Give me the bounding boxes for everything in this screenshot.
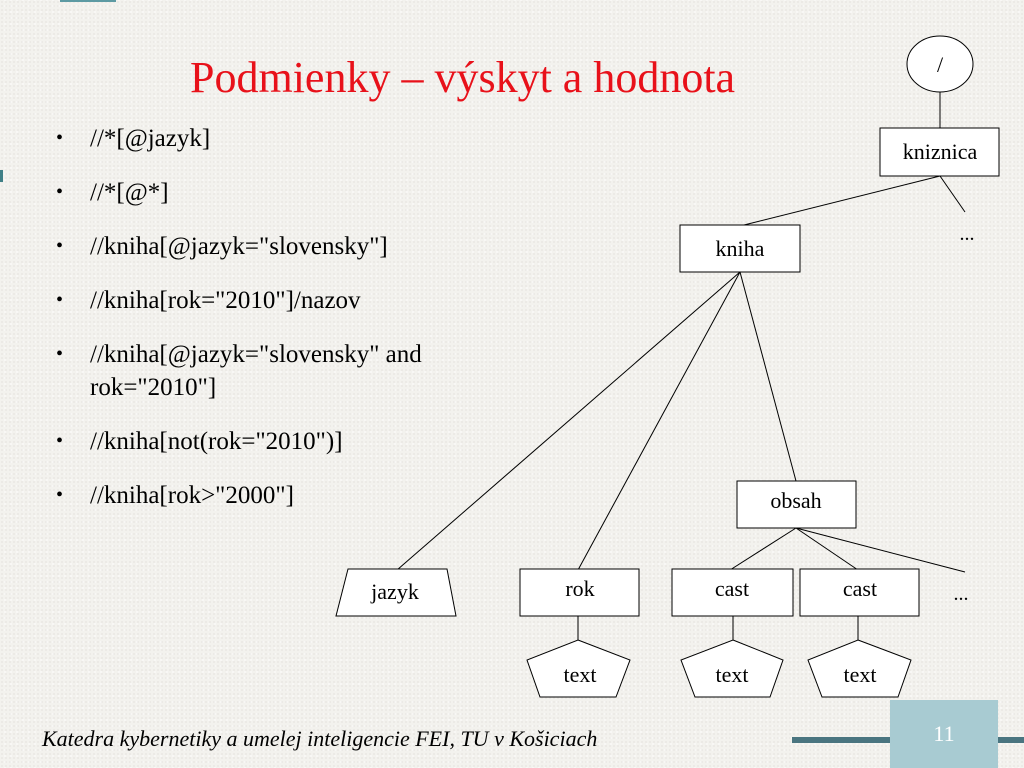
edge-obsah-cast1 [729, 527, 797, 571]
kniznica-label: kniznica [903, 139, 978, 164]
top-decoration [60, 0, 116, 2]
text-node [807, 639, 912, 698]
rok-node [519, 568, 640, 617]
edge-kniha-jazyk [396, 271, 741, 571]
cast-node [799, 568, 920, 617]
bullet-item: //kniha[rok>"2000"] [52, 479, 552, 512]
cast-label: cast [715, 576, 749, 601]
page-number-box: 11 [890, 700, 998, 768]
bullet-item: //*[@jazyk] [52, 122, 552, 155]
edge-obsah-ellipsis [795, 527, 966, 573]
text-node [526, 639, 631, 698]
edge-kniznica-ellipsis [939, 175, 966, 213]
text-label: text [564, 662, 597, 687]
kniha-label: kniha [716, 236, 765, 261]
kniha-node [679, 224, 801, 273]
bullet-item: //kniha[@jazyk="slovensky" and rok="2010… [52, 338, 490, 404]
ellipsis-label: ... [954, 583, 969, 605]
bullet-item: //kniha[rok="2010"]/nazov [52, 284, 552, 317]
footer-bar [792, 737, 890, 743]
bullet-item: //*[@*] [52, 176, 552, 209]
root-node [906, 35, 974, 93]
edge-kniznica-kniha [739, 175, 941, 227]
text-node [680, 639, 784, 698]
edge-decoration [0, 170, 3, 182]
rok-label: rok [565, 576, 594, 601]
slide-title: Podmienky – výskyt a hodnota [190, 53, 736, 102]
footer-bar [998, 737, 1024, 743]
ellipsis-label: ... [960, 223, 975, 245]
edge-kniha-rok [577, 271, 741, 571]
bullet-item: //kniha[@jazyk="slovensky"] [52, 230, 552, 263]
cast-node [671, 568, 794, 617]
root-label: / [937, 52, 944, 77]
cast-label: cast [843, 576, 877, 601]
text-label: text [844, 662, 877, 687]
text-label: text [716, 662, 749, 687]
jazyk-node [335, 568, 457, 617]
obsah-label: obsah [770, 488, 821, 513]
bullet-list: //*[@jazyk] //*[@*] //kniha[@jazyk="slov… [52, 122, 552, 533]
kniznica-node [879, 127, 1000, 177]
obsah-node [736, 480, 857, 529]
edge-obsah-cast2 [795, 527, 859, 571]
page-number: 11 [933, 721, 955, 746]
edge-kniha-obsah [739, 271, 797, 482]
jazyk-label: jazyk [370, 579, 419, 604]
bullet-item: //kniha[not(rok="2010")] [52, 425, 552, 458]
footer-text: Katedra kybernetiky a umelej inteligenci… [42, 726, 598, 751]
